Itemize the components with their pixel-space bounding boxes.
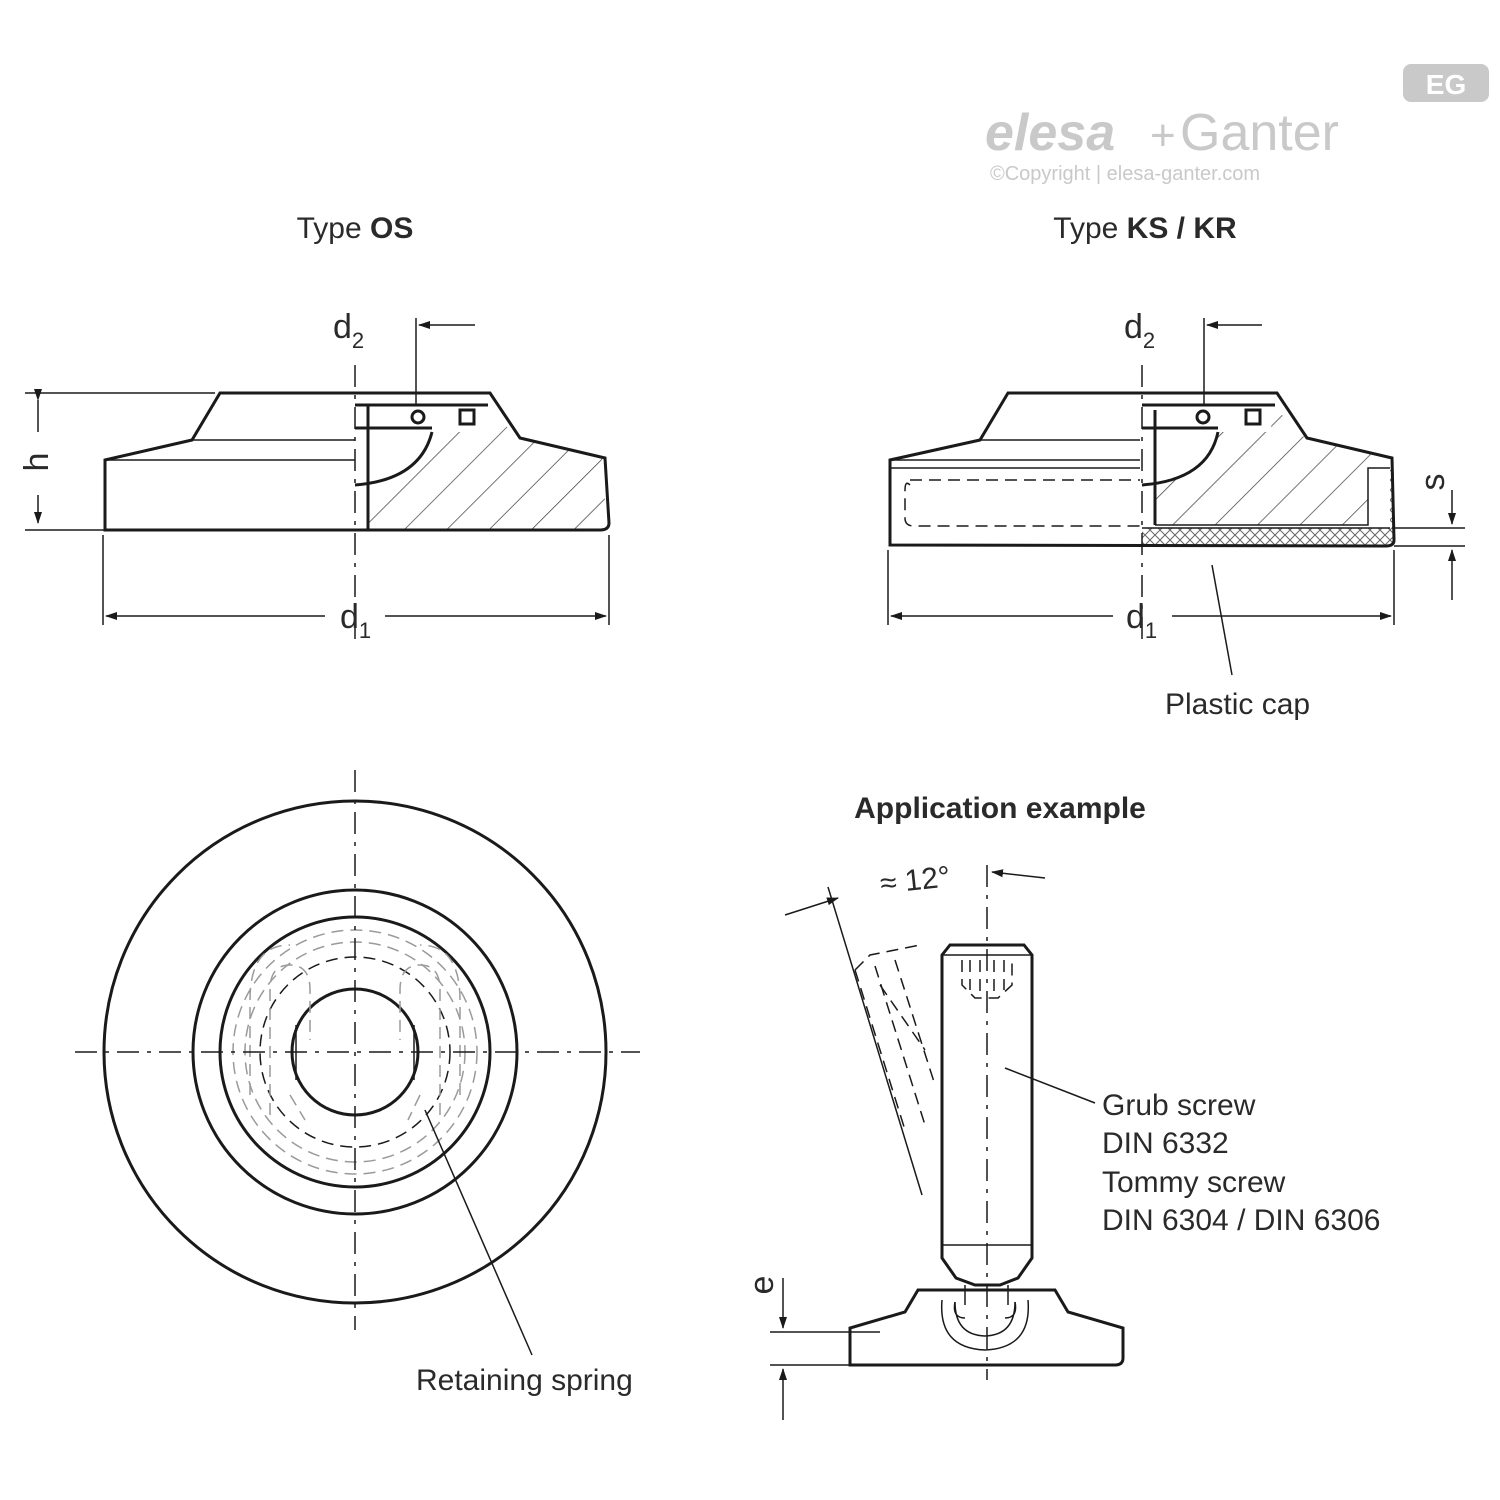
- plastic-cap-section: [1142, 470, 1394, 546]
- logo-copyright: ©Copyright | elesa-ganter.com: [990, 163, 1260, 185]
- brand-logo: EG elesa + Ganter ©Copyright | elesa-gan…: [985, 64, 1489, 185]
- type-ks-kr-title: Type KS / KR: [1053, 212, 1237, 245]
- callout-retaining-spring: Retaining spring: [416, 1364, 633, 1397]
- application-pad: [848, 1288, 1125, 1367]
- callout-screw-line-4: DIN 6304 / DIN 6306: [1102, 1204, 1380, 1237]
- logo-brand-right: Ganter: [1180, 104, 1339, 162]
- ks-outline: [888, 391, 1396, 548]
- dim-h-os: h: [18, 453, 56, 472]
- top-view: Retaining spring: [75, 770, 640, 1397]
- callout-screw: Grub screw DIN 6332 Tommy screw DIN 6304…: [1102, 1089, 1380, 1237]
- type-os-title: Type OS: [297, 212, 414, 245]
- application-example: Application example ≈ 12°: [743, 792, 1380, 1420]
- dim-angle: ≈ 12°: [879, 860, 952, 900]
- dim-e: e: [743, 1276, 781, 1295]
- dim-d2-os: d2: [333, 308, 364, 353]
- os-section-hatch: [368, 408, 607, 530]
- logo-badge-text: EG: [1426, 69, 1466, 100]
- callout-screw-line-3: Tommy screw: [1102, 1166, 1286, 1199]
- dim-d1-os: d1: [340, 598, 371, 643]
- logo-brand-left: elesa: [985, 104, 1115, 162]
- ks-section-hatch: [1155, 408, 1390, 525]
- logo-brand-plus: +: [1150, 111, 1176, 160]
- callout-plastic-cap: Plastic cap: [1165, 688, 1310, 721]
- os-outline: [103, 391, 611, 532]
- application-title: Application example: [854, 792, 1146, 825]
- type-os-view: Type OS h d1 d2: [18, 212, 611, 643]
- dim-d1-ks: d1: [1126, 598, 1157, 643]
- callout-screw-line-1: Grub screw: [1102, 1089, 1256, 1122]
- logo-badge: [1403, 64, 1489, 102]
- dim-d2-ks: d2: [1124, 308, 1155, 353]
- dim-s: s: [1414, 474, 1452, 491]
- type-ks-kr-view: Type KS / KR s d1: [887, 212, 1465, 721]
- callout-screw-line-2: DIN 6332: [1102, 1127, 1229, 1160]
